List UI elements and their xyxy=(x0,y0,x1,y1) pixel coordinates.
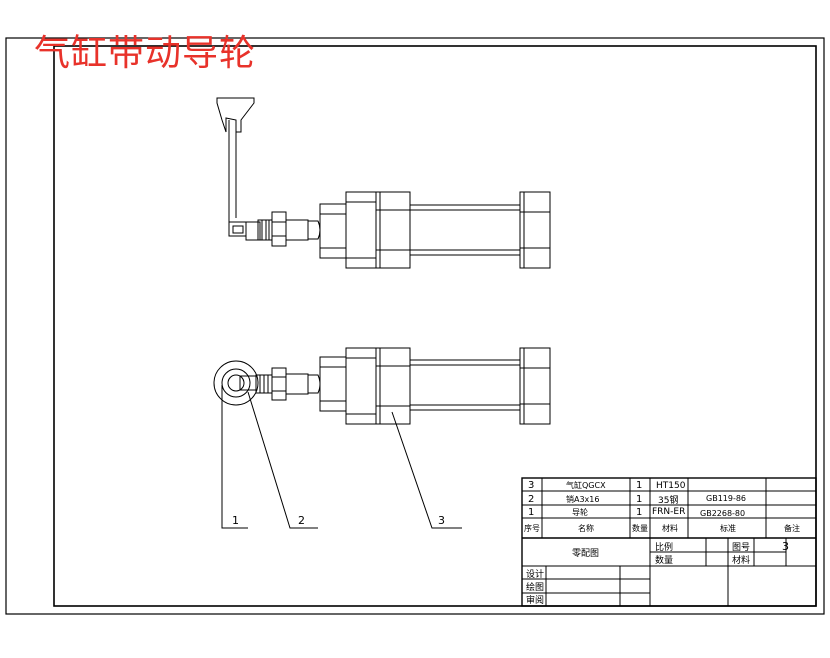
part-1-material: FRN-ER xyxy=(652,507,685,517)
piston-rod xyxy=(285,219,309,241)
part-2-material: 35钢 xyxy=(658,494,678,506)
cylinder-barrel xyxy=(409,204,521,256)
header-no: 序号 xyxy=(524,523,540,533)
mount-nut-b xyxy=(375,347,411,425)
part-2-qty: 1 xyxy=(636,494,642,505)
part-3-name: 气缸QGCX xyxy=(566,480,606,490)
header-material: 材料 xyxy=(662,523,678,533)
guide-roller-inner xyxy=(227,374,245,392)
label-drawing-no: 图号 xyxy=(732,542,750,553)
header-remark: 备注 xyxy=(784,523,800,533)
piston-rod-b xyxy=(285,373,309,395)
lock-nut-b xyxy=(271,367,287,401)
label-material: 材料 xyxy=(732,554,750,566)
end-cap xyxy=(519,191,551,269)
leader-2 xyxy=(247,391,318,529)
outer-border xyxy=(5,37,825,615)
callout-1: 1 xyxy=(232,514,239,527)
front-cap xyxy=(319,203,347,259)
part-1-no: 1 xyxy=(528,507,534,518)
label-scale: 比例 xyxy=(655,541,673,553)
front-flange xyxy=(345,191,377,269)
part-3-no: 3 xyxy=(528,480,534,491)
bracket-block xyxy=(232,225,244,234)
part-2-no: 2 xyxy=(528,494,534,505)
callout-2: 2 xyxy=(298,514,305,527)
callout-3: 3 xyxy=(438,514,445,527)
part-2-standard: GB119-86 xyxy=(706,494,746,503)
inner-border xyxy=(53,45,817,607)
leader-3 xyxy=(391,411,462,529)
leader-1 xyxy=(221,385,248,529)
drawing-title: 气缸带动导轮 xyxy=(34,33,257,74)
leader-lines xyxy=(221,385,462,529)
part-3-material: HT150 xyxy=(656,481,686,491)
rod-end xyxy=(245,221,261,241)
mount-nut xyxy=(375,191,411,269)
top-view xyxy=(216,97,551,269)
part-1-standard: GB2268-80 xyxy=(700,509,745,518)
label-draw: 绘图 xyxy=(526,581,544,593)
header-qty: 数量 xyxy=(632,523,648,533)
title-block xyxy=(521,477,817,607)
header-name: 名称 xyxy=(578,523,594,533)
part-1-name: 导轮 xyxy=(572,507,588,517)
label-design: 设计 xyxy=(526,568,544,580)
cylinder-barrel-b xyxy=(409,359,521,411)
part-1-qty: 1 xyxy=(636,507,642,518)
label-quantity: 数量 xyxy=(655,554,673,566)
drawing-no-value: 3 xyxy=(782,540,789,553)
guide-roller-mid xyxy=(221,368,251,398)
bottom-view xyxy=(213,347,551,425)
label-review: 审阅 xyxy=(526,594,544,606)
lock-nut xyxy=(271,211,287,247)
front-cap-b xyxy=(319,356,347,412)
end-cap-b xyxy=(519,347,551,425)
part-3-qty: 1 xyxy=(636,480,642,491)
front-flange-b xyxy=(345,347,377,425)
assembly-name: 零配图 xyxy=(572,548,599,559)
suction-cup xyxy=(216,97,255,133)
guide-roller-outer xyxy=(213,360,259,406)
part-2-name: 销A3x16 xyxy=(566,494,599,504)
rod-cap xyxy=(307,220,321,240)
header-standard: 标准 xyxy=(720,523,736,533)
